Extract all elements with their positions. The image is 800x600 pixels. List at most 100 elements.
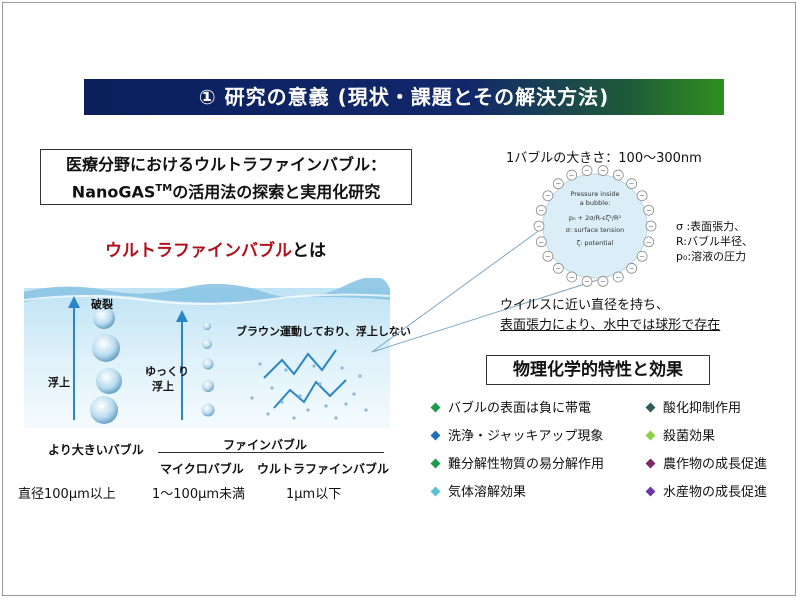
- negative-charge-sign: －: [646, 208, 652, 215]
- property-right-item: 農作物の成長促進: [645, 451, 768, 479]
- pressure-label-2: a bubble:: [580, 199, 611, 207]
- ufb-heading-suffix: とは: [292, 241, 326, 261]
- ufb-heading: ウルトラファインバブルとは: [105, 236, 326, 261]
- negative-charge-sign: －: [600, 279, 606, 286]
- title-line-2: NanoGASTMの活用法の探索と実用化研究: [41, 177, 411, 204]
- parameter-legend: σ :表面張力、 R:バブル半径、 p₀:溶液の圧力: [676, 219, 753, 264]
- title-trademark: TM: [155, 183, 173, 194]
- negative-charge-sign: －: [600, 168, 606, 175]
- rise-label: 浮上: [48, 376, 70, 389]
- negative-charge-sign: －: [615, 173, 621, 180]
- property-right-item-text: 酸化抑制作用: [663, 401, 742, 416]
- research-title-box: 医療分野におけるウルトラファインバブル： NanoGASTMの活用法の探索と実用…: [40, 149, 412, 205]
- virus-line-2: 表面張力により、水中では球形で存在: [500, 318, 721, 333]
- slow-rise-label-2: 浮上: [152, 380, 174, 393]
- property-left-item: 気体溶解効果: [430, 479, 604, 507]
- property-right-item: 酸化抑制作用: [645, 395, 767, 423]
- burst-label: 破裂: [91, 298, 113, 311]
- properties-list-left: バブルの表面は負に帯電洗浄・ジャッキアップ現象難分解性物質の易分解作用気体溶解効…: [430, 395, 605, 507]
- negative-charge-marker: [581, 165, 593, 176]
- negative-charge-sign: －: [639, 254, 645, 261]
- fine-bubble-divider: [158, 452, 384, 453]
- diamond-bullet-icon: [430, 402, 441, 413]
- diamond-bullet-icon: [645, 430, 656, 441]
- property-left-item: 洗浄・ジャッキアップ現象: [430, 423, 604, 451]
- negative-charge-marker: [643, 204, 655, 216]
- property-left-item-text: バブルの表面は負に帯電: [448, 401, 592, 416]
- radius-legend: R:バブル半径、: [676, 235, 754, 248]
- negative-charge-marker: [542, 250, 554, 262]
- negative-charge-marker: [626, 262, 638, 274]
- negative-charge-sign: －: [538, 239, 544, 246]
- property-right-item-text: 水産物の成長促進: [663, 485, 768, 500]
- negative-charge-marker: [636, 190, 648, 202]
- slow-rise-label-1: ゆっくり: [145, 365, 189, 378]
- negative-charge-marker: [597, 276, 609, 287]
- section-banner: ① 研究の意義 (現状・課題とその解決方法): [84, 79, 724, 115]
- ultrafine-size: 1μm以下: [286, 487, 342, 502]
- property-left-item: バブルの表面は負に帯電: [430, 395, 604, 423]
- negative-charge-marker: [566, 271, 578, 283]
- negative-charge-marker: [597, 165, 609, 176]
- negative-charge-sign: －: [629, 181, 635, 188]
- negative-charge-marker: [612, 169, 624, 181]
- virus-line-1: ウイルスに近い直径を持ち、: [500, 298, 670, 313]
- diamond-bullet-icon: [645, 402, 656, 413]
- property-right-item: 水産物の成長促進: [645, 479, 768, 507]
- water-illustration: [24, 278, 390, 428]
- negative-charge-sign: －: [584, 168, 590, 175]
- property-left-item-text: 気体溶解効果: [448, 485, 527, 500]
- title-brand: NanoGAS: [71, 182, 156, 202]
- ufb-heading-red: ウルトラファインバブル: [105, 241, 292, 261]
- negative-charge-sign: －: [569, 274, 575, 281]
- negative-charge-sign: －: [545, 254, 551, 261]
- negative-charge-sign: －: [639, 193, 645, 200]
- property-left-item-text: 洗浄・ジャッキアップ現象: [448, 429, 604, 444]
- negative-charge-sign: －: [648, 224, 654, 231]
- pressure-formula: p₀ + 2σ/R-εζ²/R²: [569, 214, 622, 222]
- property-right-item-text: 農作物の成長促進: [663, 457, 768, 472]
- virus-note: ウイルスに近い直径を持ち、 表面張力により、水中では球形で存在: [500, 296, 720, 336]
- negative-charge-sign: －: [536, 224, 542, 231]
- diamond-bullet-icon: [430, 430, 441, 441]
- negative-charge-sign: －: [584, 279, 590, 286]
- properties-heading: 物理化学的特性と効果: [486, 355, 710, 385]
- pressure-label-1: Pressure inside: [570, 190, 619, 198]
- negative-charge-sign: －: [538, 208, 544, 215]
- negative-charge-sign: －: [629, 266, 635, 273]
- title-line-1: 医療分野におけるウルトラファインバブル：: [65, 155, 386, 174]
- larger-size: 直径100μm以上: [18, 487, 116, 502]
- negative-charge-sign: －: [555, 266, 561, 273]
- pressure-legend: p₀:溶液の圧力: [676, 250, 747, 263]
- property-right-item: 殺菌効果: [645, 423, 767, 451]
- negative-charge-marker: [566, 169, 578, 181]
- property-left-item: 難分解性物質の易分解作用: [430, 451, 605, 479]
- property-left-item-text: 難分解性物質の易分解作用: [448, 457, 605, 472]
- negative-charge-marker: [581, 276, 593, 287]
- diamond-bullet-icon: [430, 458, 441, 469]
- negative-charge-sign: －: [555, 181, 561, 188]
- ultrafine-bubble-label: ウルトラファインバブル: [257, 462, 390, 476]
- properties-list-right: 酸化抑制作用殺菌効果農作物の成長促進水産物の成長促進: [645, 395, 768, 507]
- diamond-bullet-icon: [430, 486, 441, 497]
- micro-bubble-label: マイクロバブル: [160, 462, 244, 476]
- brownian-label: ブラウン運動しており、浮上しない: [236, 325, 411, 338]
- negative-charge-marker: [542, 190, 554, 202]
- negative-charge-sign: －: [615, 274, 621, 281]
- sigma-legend: σ :表面張力、: [676, 220, 746, 233]
- bubble-size-text: 1バブルの大きさ：100～300nm: [506, 151, 702, 166]
- negative-charge-marker: [535, 236, 547, 248]
- negative-charge-marker: [535, 204, 547, 216]
- property-right-item-text: 殺菌効果: [663, 429, 716, 444]
- negative-charge-sign: －: [569, 173, 575, 180]
- potential-label: ζ: potential: [577, 239, 614, 247]
- negative-charge-sign: －: [646, 239, 652, 246]
- diamond-bullet-icon: [645, 458, 656, 469]
- negative-charge-marker: [636, 250, 648, 262]
- diamond-bullet-icon: [645, 486, 656, 497]
- title-rest: の活用法の探索と実用化研究: [172, 182, 381, 202]
- negative-charge-marker: [552, 178, 564, 190]
- negative-charge-marker: [533, 220, 545, 232]
- negative-charge-marker: [643, 236, 655, 248]
